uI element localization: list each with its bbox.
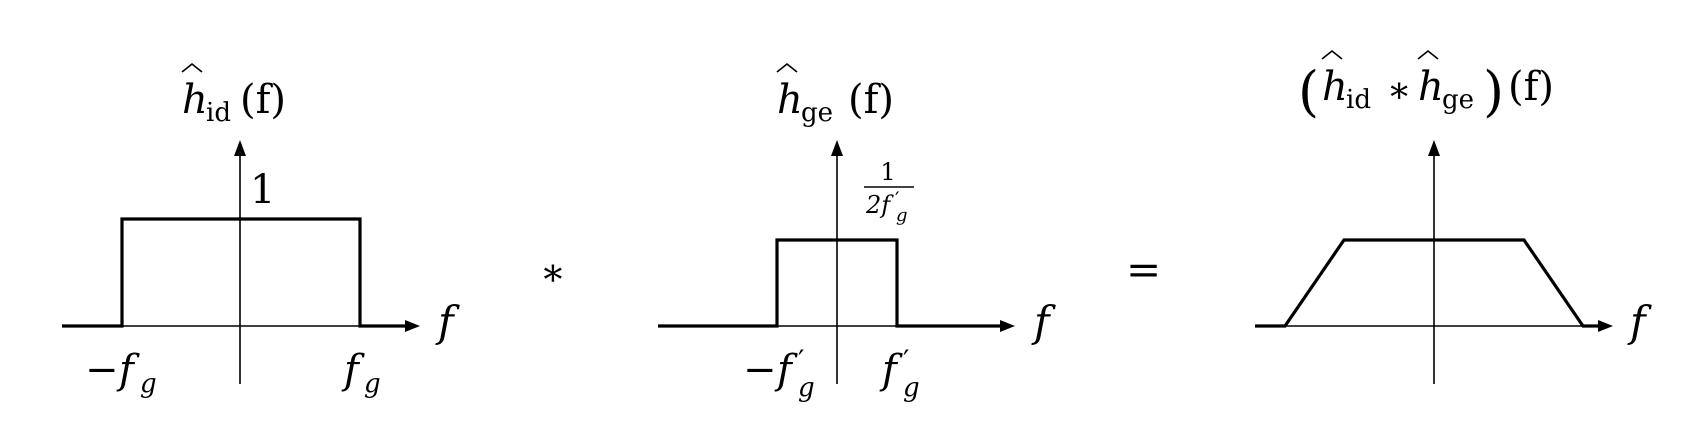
title-subscript-1: id	[1346, 85, 1371, 115]
title-argument: (f)	[240, 77, 286, 123]
title-hat-letter-1: h	[1322, 64, 1348, 110]
gate-function-graph	[658, 238, 1003, 328]
fraction-numerator: 1	[880, 158, 895, 186]
x-axis-arrow-icon	[1598, 320, 1613, 332]
y-axis-arrow-icon	[831, 140, 843, 156]
height-label-fraction: 1 2f ′ g	[864, 158, 914, 226]
title-subscript: id	[206, 98, 231, 128]
tick-sign: −	[743, 347, 777, 393]
tick-label-minus-fg-prime: − f ′ g	[743, 344, 815, 403]
tick-base: f	[774, 347, 798, 393]
fraction-prime: ′	[895, 187, 900, 211]
tick-label-fg: f g	[341, 347, 381, 399]
hat-accent-icon	[1417, 49, 1439, 60]
title-argument: (f)	[848, 77, 894, 123]
tick-sign: −	[85, 347, 119, 393]
title-argument: (f)	[1508, 64, 1554, 110]
y-axis-arrow-icon	[234, 140, 246, 156]
panel-gate-title: h ge (f)	[776, 62, 894, 128]
tick-subscript: g	[798, 373, 815, 403]
hat-accent-icon	[1321, 49, 1343, 60]
panel-result: ( h id ∗ h ge ) (f) f	[1255, 49, 1652, 384]
panel-ideal-title: h id (f)	[181, 62, 286, 128]
height-label: 1	[250, 167, 275, 213]
panel-gate: h ge (f) 1 2f ′ g f − f ′ g f ′	[658, 62, 1056, 403]
title-subscript: ge	[801, 98, 833, 128]
x-axis-arrow-icon	[405, 320, 420, 332]
x-axis-arrow-icon	[1000, 320, 1015, 332]
rect-function-graph	[62, 217, 408, 328]
tick-subscript: g	[364, 369, 381, 399]
tick-base: f	[879, 347, 903, 393]
title-hat-letter: h	[777, 77, 803, 123]
title-open-paren: (	[1298, 60, 1319, 123]
y-axis-arrow-icon	[1428, 140, 1440, 156]
panel-ideal-lowpass: h id (f) 1 f − f g f g	[62, 62, 460, 399]
equals-operator: =	[1126, 245, 1161, 294]
tick-prime: ′	[798, 344, 804, 377]
x-axis-label: f	[435, 297, 460, 346]
tick-prime: ′	[903, 344, 909, 377]
hat-accent-icon	[181, 62, 203, 73]
fraction-denominator: 2f	[865, 191, 894, 219]
title-subscript-2: ge	[1442, 85, 1474, 115]
tick-base: f	[116, 347, 140, 393]
tick-subscript: g	[903, 373, 920, 403]
title-hat-letter-2: h	[1418, 64, 1444, 110]
title-hat-letter: h	[182, 77, 208, 123]
tick-base: f	[341, 347, 365, 393]
convolution-operator: ∗	[540, 250, 566, 294]
title-close-paren: )	[1483, 60, 1504, 123]
trapezoid-function-graph	[1255, 238, 1601, 328]
panel-result-title: ( h id ∗ h ge ) (f)	[1298, 49, 1554, 123]
title-operator: ∗	[1387, 70, 1411, 111]
fraction-subscript: g	[896, 205, 908, 226]
hat-accent-icon	[776, 62, 798, 73]
tick-label-fg-prime: f ′ g	[879, 344, 920, 403]
tick-subscript: g	[140, 369, 157, 399]
x-axis-label: f	[1627, 297, 1652, 346]
x-axis-label: f	[1031, 297, 1056, 346]
tick-label-minus-fg: − f g	[85, 347, 157, 399]
